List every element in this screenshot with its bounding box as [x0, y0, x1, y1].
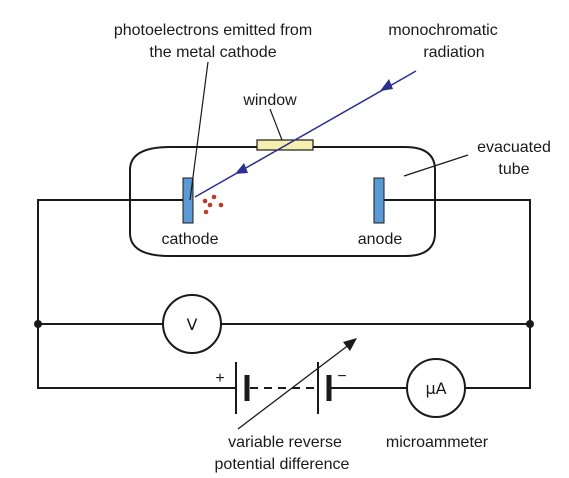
variable-arrowhead [343, 338, 357, 351]
junction-left [34, 320, 42, 328]
plus-sign: + [215, 370, 224, 387]
voltmeter: V [162, 294, 222, 354]
anode-electrode [373, 177, 385, 224]
radiation-label-line2: radiation [423, 44, 484, 61]
junction-right [526, 320, 534, 328]
radiation-ray [194, 70, 417, 198]
variable-battery [235, 338, 357, 430]
cathode-label: cathode [162, 231, 219, 248]
radiation-arrowhead-lower [235, 163, 248, 174]
cathode-wire [37, 199, 236, 389]
radiation-line [194, 70, 417, 198]
window-leader [269, 108, 283, 141]
microammeter: μA [406, 358, 466, 418]
photoelectron [218, 202, 224, 208]
anode-wire [384, 199, 531, 389]
microammeter-label: microammeter [386, 434, 489, 451]
circuit-wires [37, 199, 531, 389]
photoelectrons-label-line1: photoelectrons emitted from [114, 22, 312, 39]
voltmeter-symbol: V [187, 315, 198, 334]
evacuated-tube [129, 146, 436, 257]
photoelectron [207, 202, 213, 208]
photoelectron [202, 198, 208, 204]
photoelectrons [202, 194, 224, 215]
radiation-arrowhead-upper [380, 79, 393, 91]
pd-label-line2: potential difference [215, 456, 350, 473]
microammeter-symbol: μA [425, 379, 446, 398]
photoelectrons-label-line2: the metal cathode [149, 44, 276, 61]
anode-label: anode [358, 231, 403, 248]
pd-label-line1: variable reverse [228, 434, 342, 451]
photoelectron [211, 194, 217, 200]
tube-label-line2: tube [498, 161, 529, 178]
minus-sign: − [337, 368, 346, 385]
tube-leader [403, 154, 469, 177]
tube-label-line1: evacuated [477, 139, 551, 156]
photoelectron [203, 209, 209, 215]
radiation-label-line1: monochromatic [388, 22, 497, 39]
variable-arrow [237, 343, 351, 430]
photoelectrons-leader [189, 61, 209, 201]
window-label: window [242, 92, 297, 109]
